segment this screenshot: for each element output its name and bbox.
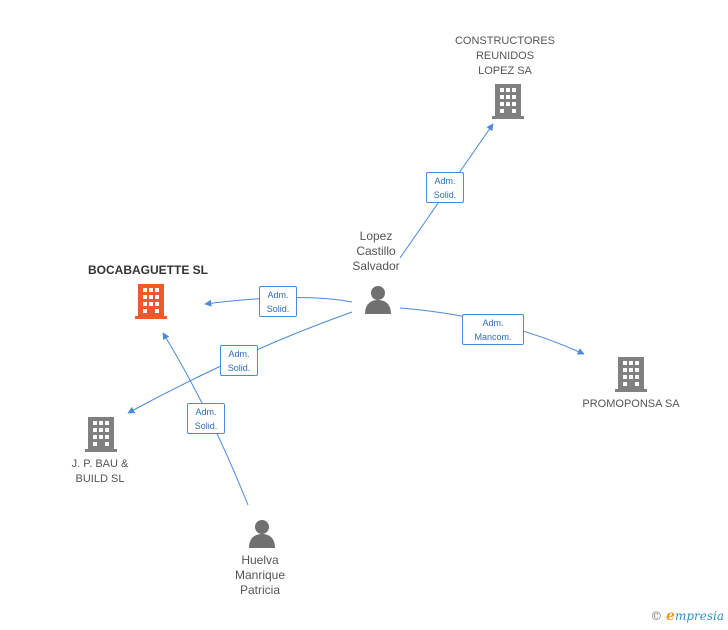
edge-role-line2: Solid. bbox=[266, 304, 290, 314]
edge-role-line1: Adm. bbox=[267, 290, 289, 300]
person-label-lopez[interactable]: Lopez Castillo Salvador bbox=[352, 229, 400, 273]
brand-credit: © empresia bbox=[650, 608, 724, 624]
edge-role-line2: Mancom. bbox=[474, 332, 512, 342]
edge-label-lopez-bocabaguette: Adm. Solid. bbox=[259, 286, 297, 317]
person-label-huelva[interactable]: Huelva Manrique Patricia bbox=[234, 553, 286, 597]
person-icon[interactable] bbox=[363, 284, 393, 314]
edge-role-line2: Solid. bbox=[227, 363, 251, 373]
edge-role-line2: Solid. bbox=[433, 190, 457, 200]
edge-label-lopez-jpbau: Adm. Solid. bbox=[220, 345, 258, 376]
brand-logo-initial: e bbox=[666, 608, 675, 624]
building-icon[interactable] bbox=[492, 84, 524, 119]
building-focus-icon[interactable] bbox=[135, 284, 167, 319]
edge-label-huelva-bocabaguette: Adm. Solid. bbox=[187, 403, 225, 434]
edge-label-lopez-constructores: Adm. Solid. bbox=[426, 172, 464, 203]
company-label-constructores[interactable]: CONSTRUCTORES REUNIDOS LOPEZ SA bbox=[454, 35, 556, 77]
edge-role-line1: Adm. bbox=[195, 407, 217, 417]
brand-logo-text: mpresia bbox=[674, 609, 724, 623]
edge-role-line1: Adm. bbox=[434, 176, 456, 186]
company-label-jpbau[interactable]: J. P. BAU & BUILD SL bbox=[71, 458, 129, 485]
company-label-bocabaguette[interactable]: BOCABAGUETTE SL bbox=[88, 263, 208, 277]
edge-role-line2: Solid. bbox=[194, 421, 218, 431]
company-label-promoponsa[interactable]: PROMOPONSA SA bbox=[582, 398, 680, 410]
building-icon[interactable] bbox=[85, 417, 117, 452]
edge-label-lopez-promoponsa: Adm. Mancom. bbox=[462, 314, 524, 345]
edge-role-line1: Adm. bbox=[228, 349, 250, 359]
edge-role-line1: Adm. bbox=[482, 318, 504, 328]
building-icon[interactable] bbox=[615, 357, 647, 392]
copyright-symbol: © bbox=[650, 609, 663, 623]
person-icon[interactable] bbox=[247, 518, 277, 548]
